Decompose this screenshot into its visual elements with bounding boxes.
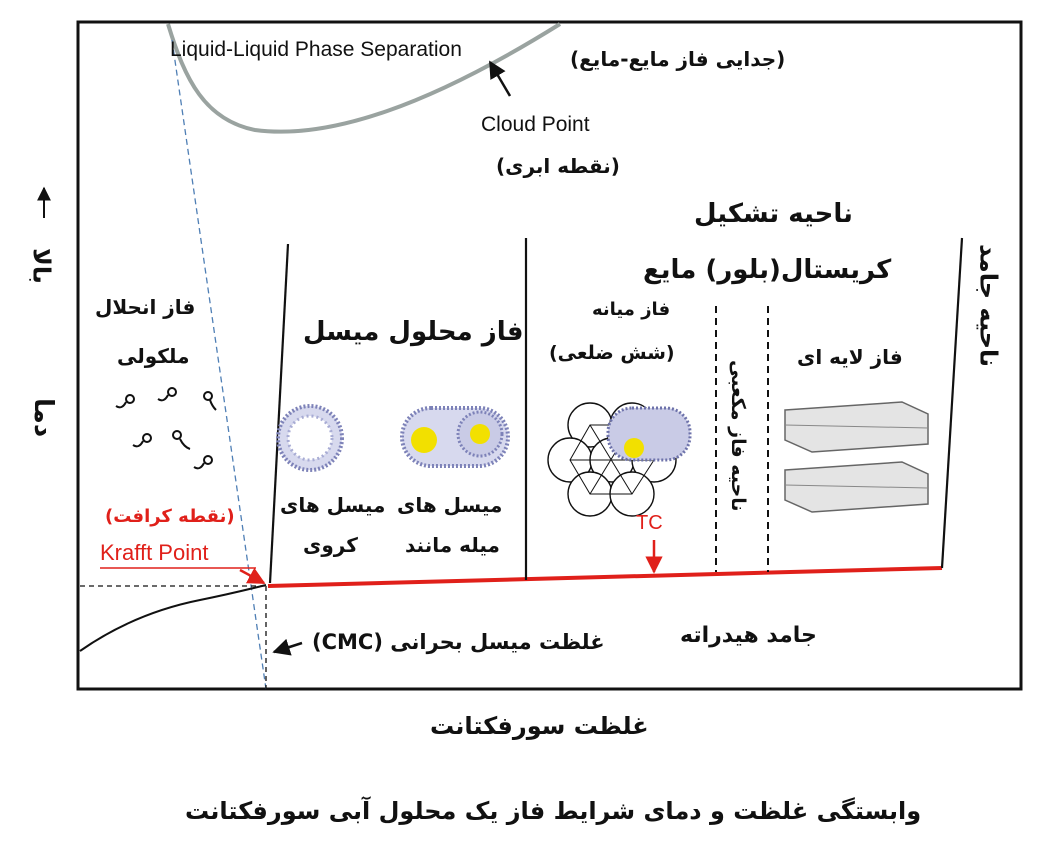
cloud-point-label-en: Cloud Point	[481, 113, 590, 136]
cloud-point-label-fa: (نقطه ابری)	[496, 154, 620, 178]
hydrated-solid-label: جامد هیدراته	[680, 623, 817, 648]
tc-label: TC	[636, 512, 663, 534]
lamellar-phase-label: فاز لایه ای	[797, 345, 903, 369]
lcst-label-en: Liquid-Liquid Phase Separation	[170, 38, 462, 61]
krafft-arrow	[239, 567, 266, 585]
liquid-crystal-title-1: ناحیه تشکیل	[694, 199, 853, 229]
krafft-point-label-en: Krafft Point	[100, 540, 209, 565]
micellar-phase-label: فاز محلول میسل	[303, 317, 524, 347]
monomer-icon	[157, 387, 177, 402]
cmc-arrow	[272, 638, 303, 656]
spherical-micelles-label-1: میسل های	[280, 493, 386, 517]
y-axis-high-label: بالا	[27, 248, 56, 284]
rod-micelles-label-2: میله مانند	[405, 533, 500, 557]
plot-frame	[76, 20, 1023, 691]
lcst-label-fa: (جدایی فاز مایع-مایع)	[570, 47, 786, 71]
rod-micelles-label-1: میسل های	[397, 493, 503, 517]
cloud-point-curve	[166, 22, 562, 134]
molecular-solution-label-1: فاز انحلال	[95, 295, 196, 319]
monomer-icon	[132, 433, 152, 448]
hexagonal-phase-label-1: فاز میانه	[592, 299, 671, 320]
cubic-phase-label: ناحیه فاز مکعبی	[726, 360, 749, 512]
lamellar-phase-icon	[784, 401, 929, 513]
krafft-boundary-line	[267, 566, 943, 588]
solid-boundary-line	[940, 237, 964, 569]
spherical-micelles-label-2: کروی	[303, 533, 358, 557]
micelle-boundary-line	[268, 243, 290, 584]
liquid-crystal-title-2: کریستال(بلور) مایع	[643, 255, 892, 285]
surfactant-monomers	[115, 387, 217, 470]
rod-micelle-icon	[400, 406, 510, 468]
krafft-point-label-fa: (نقطه کرافت)	[105, 506, 235, 527]
spherical-micelle-icon	[276, 404, 344, 472]
monomer-icon	[172, 430, 191, 450]
solubility-curve	[79, 584, 267, 652]
cloud-point-arrow	[488, 60, 512, 97]
molecular-solution-label-2: ملکولی	[117, 344, 190, 368]
figure-caption: وابستگی غلظت و دمای شرایط فاز یک محلول آ…	[185, 797, 922, 825]
monomer-icon	[203, 391, 217, 411]
monomer-icon	[115, 394, 135, 409]
x-axis-label: غلظت سورفکتانت	[430, 712, 649, 740]
y-axis-label: دما	[27, 398, 58, 438]
hexagonal-phase-label-2: (شش ضلعی)	[549, 342, 675, 364]
solid-region-label: ناحیه جامد	[974, 244, 1003, 368]
cmc-label: غلظت میسل بحرانی (CMC)	[312, 630, 605, 654]
hexagonal-phase-icon	[547, 402, 692, 517]
monomer-icon	[193, 455, 213, 470]
